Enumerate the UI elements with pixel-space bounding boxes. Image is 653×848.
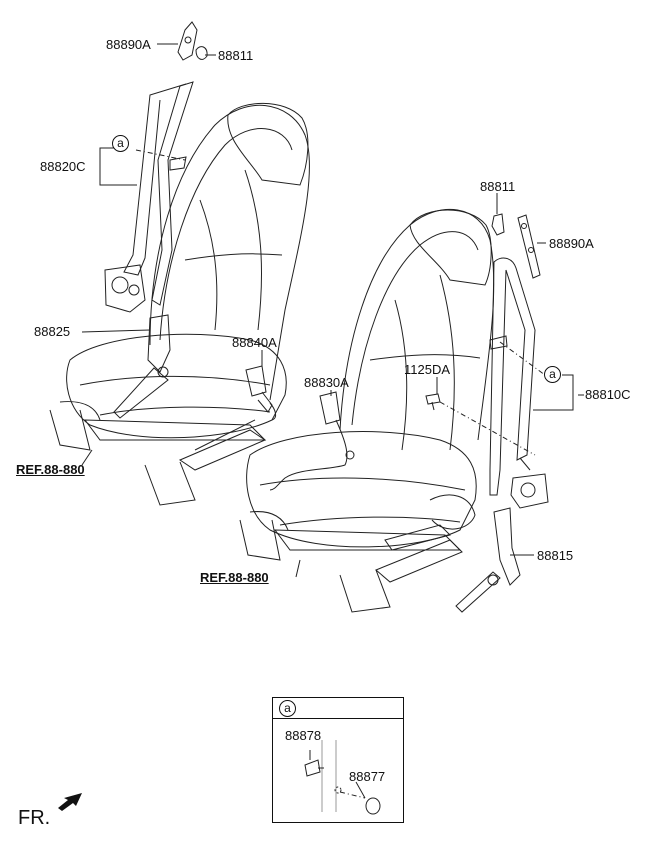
right-belt [269, 213, 549, 613]
callout-88820c: 88820C [40, 159, 86, 174]
ref-label-left: REF.88-880 [16, 462, 85, 477]
detail-part-88878: 88878 [285, 728, 322, 743]
callout-1125da: 1125DA [404, 362, 451, 377]
callout-88825: 88825 [34, 324, 71, 339]
detail-drawing [304, 740, 381, 815]
detail-part-88877: 88877 [349, 769, 386, 784]
detail-box: a 88878 88877 [272, 697, 404, 823]
callout-88815: 88815 [537, 548, 574, 563]
callout-88811-top: 88811 [218, 48, 254, 63]
circle-a-left: a [112, 135, 129, 152]
callout-88811-right: 88811 [480, 179, 516, 194]
front-arrow-icon [58, 793, 82, 811]
left-belt [104, 21, 277, 421]
ref-label-bottom: REF.88-880 [200, 570, 269, 585]
circle-a-right: a [544, 366, 561, 383]
callout-88810c: 88810C [585, 387, 631, 402]
callout-88840a: 88840A [232, 335, 277, 350]
right-seat [239, 209, 495, 613]
callout-88890a-right: 88890A [549, 236, 594, 251]
front-direction-label: FR. [18, 807, 51, 829]
left-seat [49, 102, 310, 506]
callout-88830a: 88830A [304, 375, 349, 390]
detail-header: a [273, 698, 403, 719]
callout-88890a-top: 88890A [106, 37, 151, 52]
leader-lines [81, 43, 584, 578]
detail-circle-a: a [279, 700, 296, 717]
